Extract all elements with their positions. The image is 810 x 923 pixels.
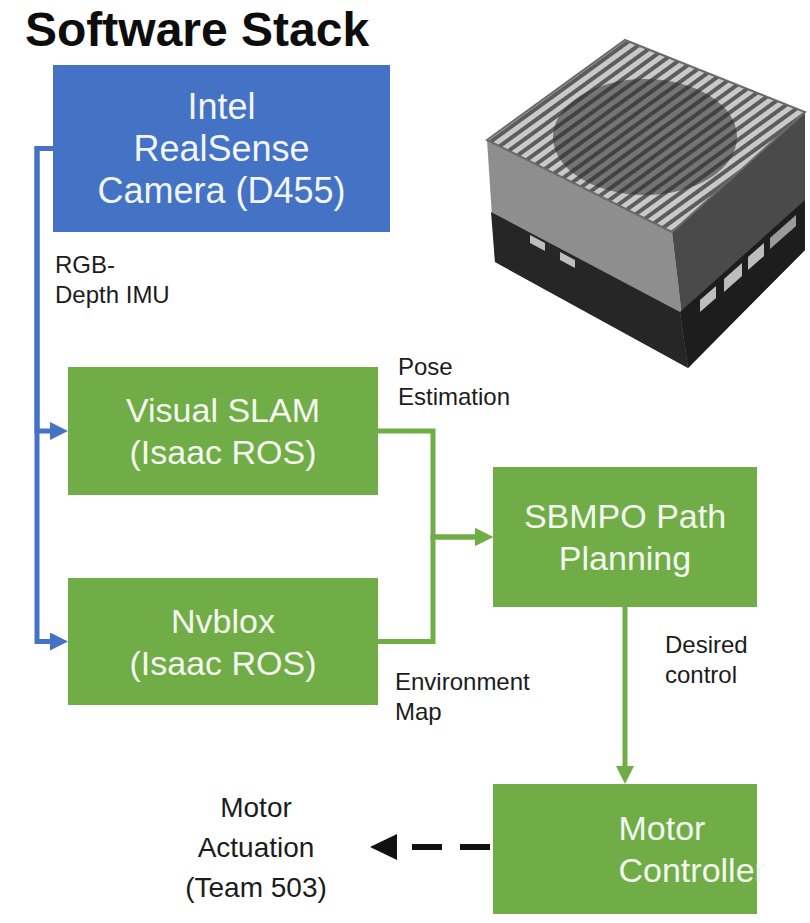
case-top-edge	[487, 40, 805, 232]
port	[770, 215, 796, 249]
case-top-vents	[487, 40, 805, 232]
process-box: SBMPO Path Planning	[493, 467, 757, 607]
edge-label: Environment Map	[395, 667, 408, 727]
port	[530, 235, 545, 251]
connector-arrow	[623, 607, 628, 772]
connector-arrow	[378, 431, 481, 537]
dashed-arrow-head	[370, 834, 397, 860]
edge-label: Pose Estimation	[398, 352, 411, 412]
process-box: Motor Controller	[493, 784, 757, 914]
node-label: Visual SLAM (Isaac ROS)	[125, 389, 322, 473]
port	[560, 252, 575, 268]
node-label: SBMPO Path Planning	[523, 495, 728, 579]
dashed-arrow-line	[397, 844, 490, 850]
connector-arrow	[378, 537, 481, 642]
edge-label: RGB-Depth IMU	[55, 250, 172, 310]
port	[724, 263, 742, 292]
node-label: Intel RealSense Camera (D455)	[96, 86, 347, 212]
fan-grille	[553, 79, 737, 195]
case-left-base	[491, 212, 688, 368]
process-box: Intel RealSense Camera (D455)	[53, 65, 390, 232]
node-label: Nvblox (Isaac ROS)	[128, 600, 318, 684]
port	[700, 286, 716, 312]
edge-label: Desired control	[665, 630, 678, 690]
case-right-base	[680, 200, 805, 368]
annotation-label: Motor Actuation (Team 503)	[184, 788, 328, 908]
process-box: Visual SLAM (Isaac ROS)	[68, 367, 378, 495]
port	[748, 243, 764, 270]
process-box: Nvblox (Isaac ROS)	[68, 578, 378, 705]
node-label: Motor Controller	[619, 807, 632, 891]
diagram-title: Software Stack	[25, 2, 369, 58]
